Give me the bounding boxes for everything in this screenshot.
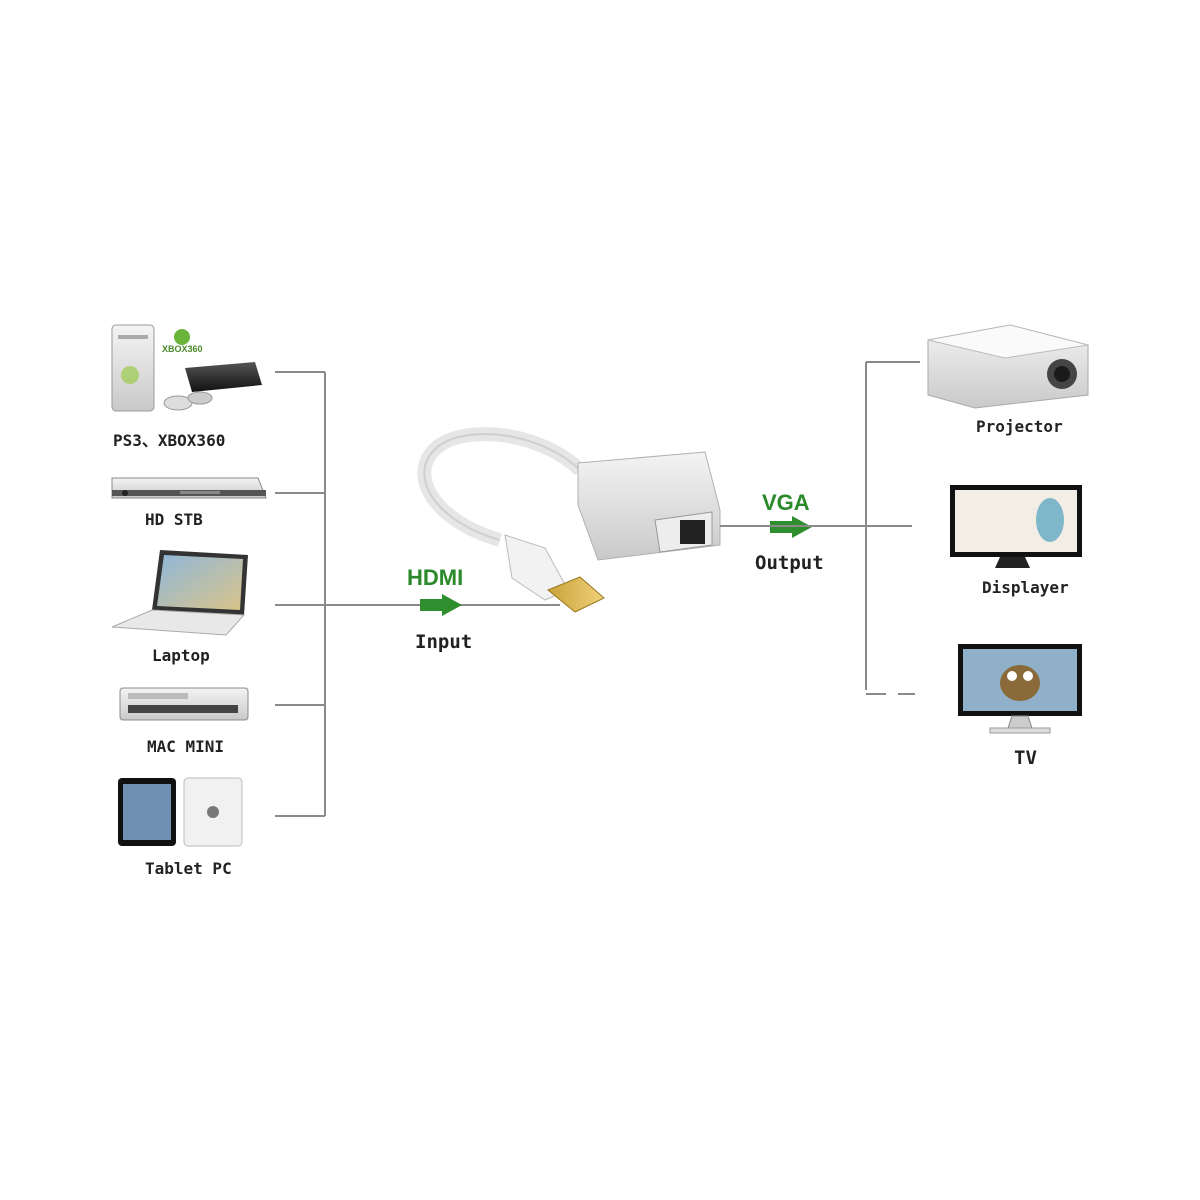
source-label-mac-mini: MAC MINI (147, 737, 224, 756)
source-label-consoles: PS3、XBOX360 (113, 431, 225, 450)
monitor-icon (950, 485, 1082, 568)
tablet-icon (118, 777, 243, 847)
source-label-laptop: Laptop (152, 646, 210, 665)
output-connector-lines (720, 361, 920, 695)
input-label: Input (415, 631, 472, 653)
mac-mini-icon (119, 687, 249, 721)
output-label-projector: Projector (976, 417, 1063, 436)
laptop-icon (111, 550, 248, 636)
output-label-displayer: Displayer (982, 578, 1069, 597)
set-top-box-icon (111, 477, 267, 499)
output-type-label: VGA (762, 490, 810, 515)
source-label-stb: HD STB (145, 510, 203, 529)
source-label-tablet: Tablet PC (145, 859, 232, 878)
output-label-tv: TV (1014, 747, 1037, 769)
input-arrow-icon (420, 594, 462, 616)
game-console-icon: XBOX360 (111, 324, 262, 412)
hdmi-vga-adapter-icon (417, 427, 721, 613)
tv-icon (958, 644, 1082, 734)
projector-icon (927, 324, 1089, 409)
input-type-label: HDMI (407, 565, 463, 590)
output-label: Output (755, 552, 824, 574)
source-connector-lines (275, 371, 560, 817)
xbox-logo-text: XBOX360 (162, 344, 203, 354)
